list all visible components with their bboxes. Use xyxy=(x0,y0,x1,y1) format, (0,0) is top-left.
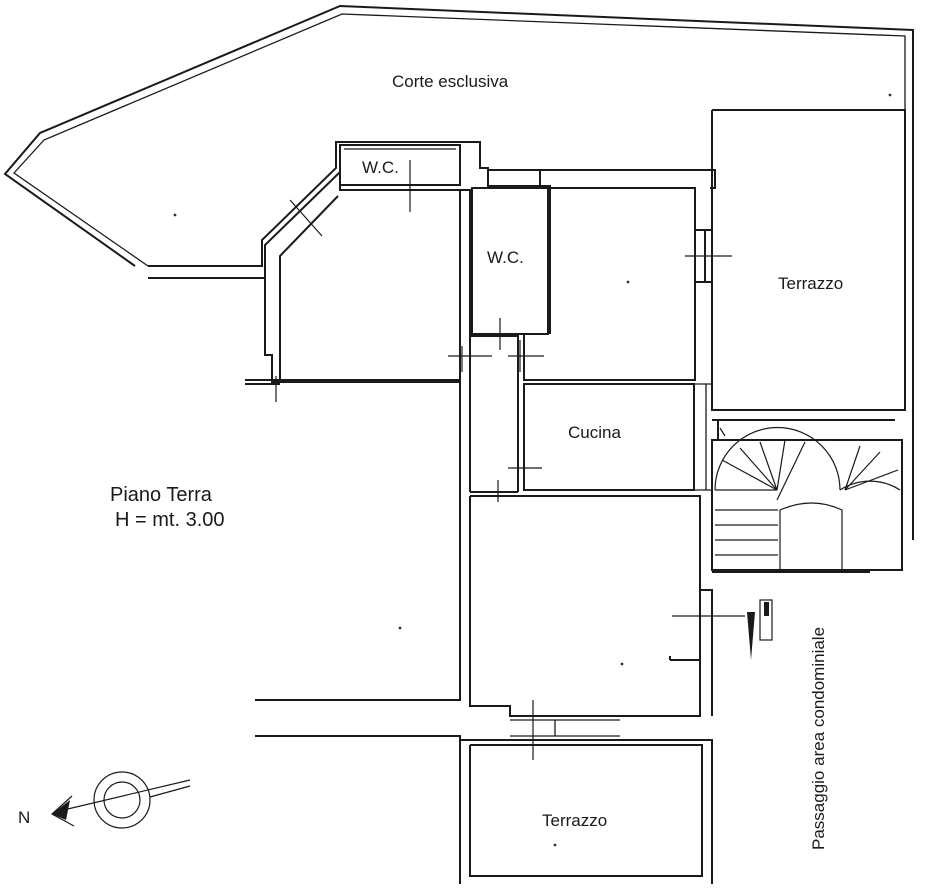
bedroom-center-walls xyxy=(523,169,716,381)
corte-boundary xyxy=(3,4,914,540)
height-label: H = mt. 3.00 xyxy=(115,509,225,531)
wc-center-label: W.C. xyxy=(487,248,524,267)
spiral-stair-icon xyxy=(711,426,903,573)
central-block-walls xyxy=(460,169,551,493)
north-label: N xyxy=(18,808,30,827)
cucina-walls xyxy=(523,383,712,491)
terrazzo-bottom-label: Terrazzo xyxy=(542,811,607,830)
bedroom-upper-left-walls xyxy=(148,141,489,385)
drawing-dots xyxy=(173,93,892,847)
piano-terra-label: Piano Terra xyxy=(110,484,213,506)
terrazzo-right-walls xyxy=(711,109,906,440)
wc-left-walls xyxy=(339,144,461,186)
cucina-label: Cucina xyxy=(568,423,621,442)
north-arrow-icon xyxy=(50,771,191,829)
corte-label: Corte esclusiva xyxy=(392,72,509,91)
wc-left-label: W.C. xyxy=(362,158,399,177)
terrazzo-right-label: Terrazzo xyxy=(778,274,843,293)
terrazzo-bottom-walls xyxy=(460,739,713,884)
door-swing-icon xyxy=(275,160,745,760)
passaggio-label: Passaggio area condominiale xyxy=(809,627,828,850)
entrance-marker xyxy=(747,599,773,660)
living-room-walls xyxy=(255,382,713,884)
